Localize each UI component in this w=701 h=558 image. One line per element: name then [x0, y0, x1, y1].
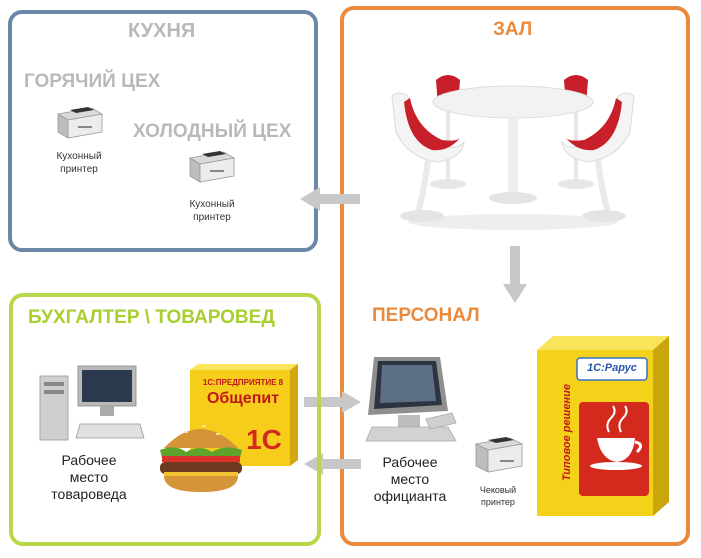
staff-title: ПЕРСОНАЛ [372, 305, 480, 326]
obshchepit-logo: 1С [246, 424, 282, 455]
arrow-left-icon [300, 187, 360, 211]
table-chairs-image [391, 75, 635, 230]
hot-shop-printer-caption: Кухонный принтер [44, 150, 114, 176]
hall-title: ЗАЛ [493, 19, 533, 40]
caption-line: официанта [373, 488, 447, 504]
obshchepit-line1: 1С:ПРЕДПРИЯТИЕ 8 [202, 378, 284, 387]
caption-line: место [69, 469, 109, 485]
pos-terminal-icon [365, 357, 457, 442]
caption-line: принтер [481, 497, 515, 507]
caption-line: Кухонный [56, 151, 102, 162]
rarus-vertical-label: Типовое решение [561, 384, 573, 481]
caption-line: Кухонный [189, 199, 235, 210]
receipt-printer-icon [474, 437, 524, 473]
kitchen-box [8, 10, 318, 252]
kitchen-printer-icon [188, 151, 236, 183]
desktop-computer-icon [39, 365, 145, 441]
caption-line: Рабочее [382, 454, 438, 470]
accountant-box [9, 293, 321, 546]
caption-line: Рабочее [61, 452, 117, 468]
arrow-right-icon [304, 391, 361, 413]
hall-box [340, 6, 690, 546]
accountant-title: БУХГАЛТЕР \ ТОВАРОВЕД [28, 307, 275, 328]
caption-line: товароведа [51, 486, 127, 502]
rarus-brand-label: 1С:Рарус [587, 362, 637, 374]
caption-line: принтер [193, 212, 231, 223]
receipt-printer-caption: Чековый принтер [463, 484, 533, 508]
burger-image [160, 425, 242, 492]
kitchen-title: КУХНЯ [128, 20, 196, 42]
cold-shop-printer-caption: Кухонный принтер [177, 198, 247, 224]
merchandiser-workstation-caption: Рабочее место товароведа [32, 452, 146, 503]
caption-line: Чековый [479, 485, 517, 495]
rarus-product-box [537, 336, 669, 516]
cold-shop-title: ХОЛОДНЫЙ ЦЕХ [133, 121, 292, 142]
arrow-down-icon [503, 246, 527, 303]
caption-line: место [390, 471, 430, 487]
hot-shop-title: ГОРЯЧИЙ ЦЕХ [24, 71, 161, 92]
caption-line: принтер [60, 164, 98, 175]
obshchepit-line2: Общепит [206, 390, 280, 407]
kitchen-printer-icon [56, 107, 104, 139]
waiter-workstation-caption: Рабочее место официанта [355, 454, 465, 505]
